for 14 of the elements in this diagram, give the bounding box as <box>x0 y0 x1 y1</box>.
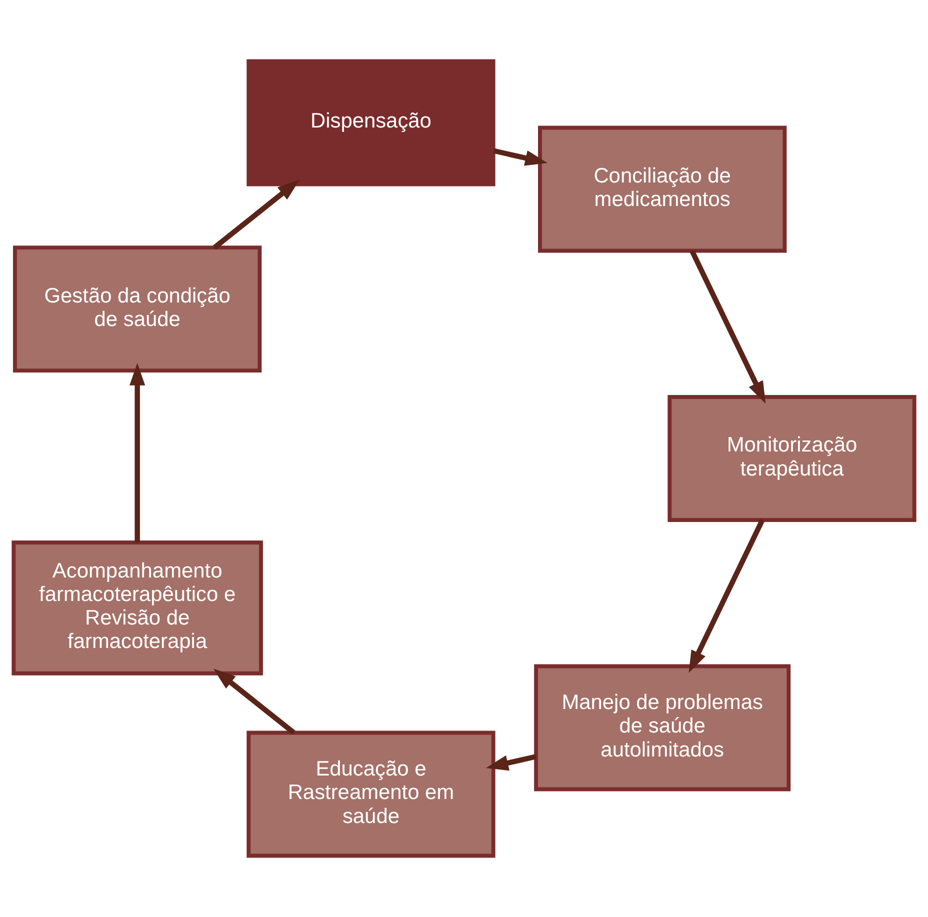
arrow <box>212 180 300 250</box>
arrow <box>690 250 766 404</box>
arrow <box>688 519 765 673</box>
node-box: Dispensação <box>246 59 496 186</box>
node-box: Monitorização terapêutica <box>668 395 916 522</box>
node-box: Acompanhamento farmacoterapêutico e Revisão de farmacoterapia <box>12 540 263 676</box>
arrow <box>213 668 296 735</box>
node-box: Educação e Rastreamento em saúde <box>246 730 496 858</box>
node-box: Gestão da condição de saúde <box>13 246 262 373</box>
arrow <box>493 148 548 166</box>
node-box: Manejo de problemas de saúde autolimitados <box>534 664 791 792</box>
node-box: Conciliação de medicamentos <box>538 126 787 253</box>
arrow <box>486 754 536 771</box>
arrow <box>130 363 146 542</box>
